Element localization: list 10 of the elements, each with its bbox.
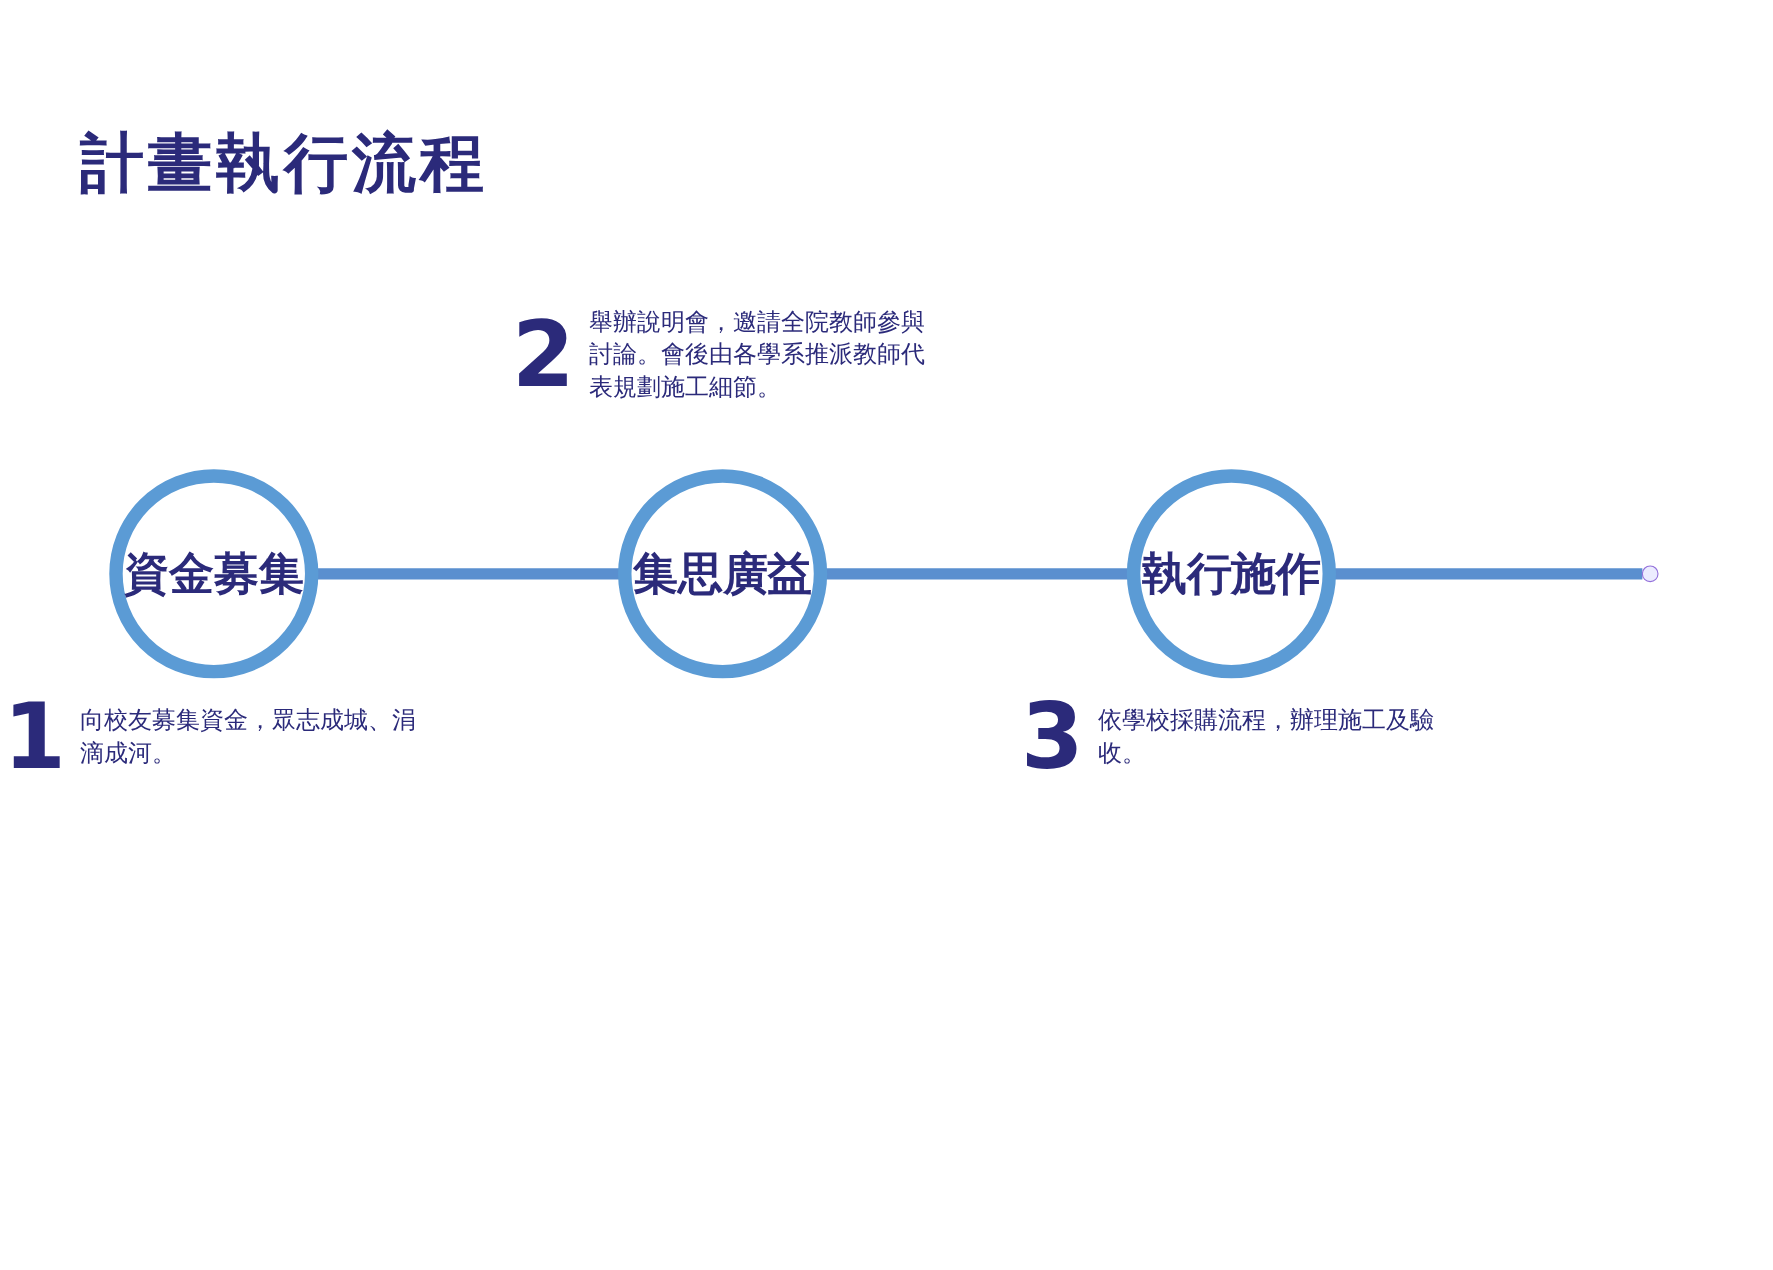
step-description: 舉辦說明會，邀請全院教師參與討論。會後由各學系推派教師代表規劃施工細節。 (588, 306, 926, 403)
step-description: 向校友募集資金，眾志成城、涓滴成河。 (79, 705, 417, 769)
step-number: 3 (1020, 691, 1084, 782)
step-number: 1 (3, 691, 66, 782)
circle-node: 集思廣益 (617, 469, 827, 679)
circle-node: 執行施作 (1126, 469, 1336, 679)
title: 計畫執行流程 (80, 125, 489, 202)
circle-node: 資金募集 (108, 469, 318, 679)
step-description: 依學校採購流程，辦理施工及驗收。 (1097, 705, 1435, 769)
step-number: 2 (512, 309, 575, 400)
